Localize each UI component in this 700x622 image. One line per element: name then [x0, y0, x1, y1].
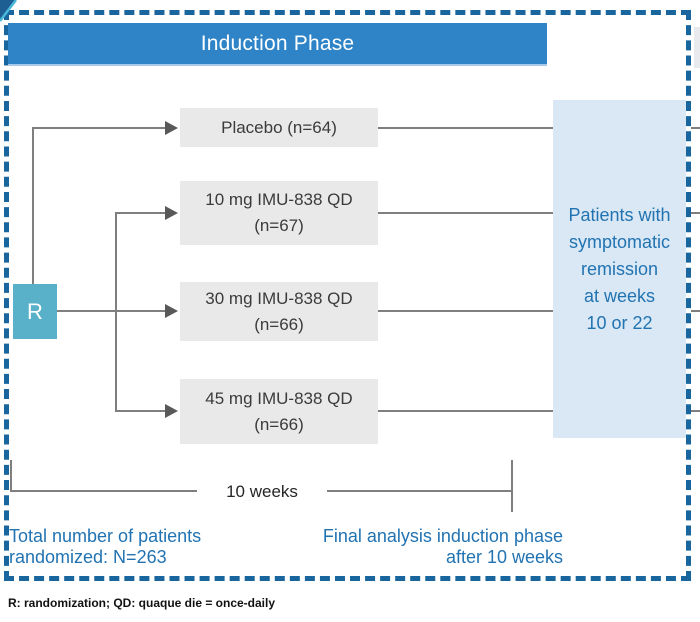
- connector-30mg-outcome: [378, 310, 553, 312]
- randomization-label: R: [27, 298, 43, 324]
- corner-fold-decoration: [0, 0, 17, 22]
- connector-stub-3: [691, 310, 700, 312]
- connector-10mg-outcome: [378, 212, 553, 214]
- connector-stub-2: [691, 212, 700, 214]
- connector-r-up: [32, 127, 34, 285]
- randomization-box: R: [13, 284, 57, 339]
- footnote-abbreviations: R: randomization; QD: quaque die = once-…: [8, 596, 276, 610]
- randomized-total-line1: Total number of patients: [9, 526, 202, 546]
- duration-label: 10 weeks: [197, 480, 327, 504]
- cropped-panel-sliver: [694, 27, 700, 68]
- arm-box-30mg: 30 mg IMU-838 QD (n=66): [180, 282, 378, 341]
- connector-r-right: [57, 310, 165, 312]
- final-analysis-text: Final analysis induction phase after 10 …: [298, 526, 563, 568]
- arrowhead-45mg-icon: [165, 404, 178, 418]
- connector-stub-1: [691, 127, 700, 129]
- final-analysis-line1: Final analysis induction phase: [322, 526, 563, 546]
- randomized-total-text: Total number of patients randomized: N=2…: [9, 526, 201, 568]
- arrowhead-10mg-icon: [165, 206, 178, 220]
- randomized-total-line2: randomized: N=263: [9, 547, 167, 567]
- duration-tick-right: [511, 460, 513, 512]
- arm-box-placebo: Placebo (n=64): [180, 108, 378, 147]
- outcome-line: symptomatic: [568, 231, 671, 252]
- arm-label-line2: (n=66): [254, 414, 304, 434]
- outcome-line: 10 or 22: [586, 312, 653, 333]
- outcome-line: remission: [580, 258, 659, 279]
- connector-to-placebo: [32, 127, 165, 129]
- arm-label-line2: (n=67): [254, 216, 304, 235]
- phase-title: Induction Phase: [200, 31, 355, 55]
- arm-label-line1: 10 mg IMU-838 QD: [205, 190, 353, 209]
- connector-placebo-outcome: [378, 127, 553, 129]
- arrowhead-placebo-icon: [165, 121, 178, 135]
- arm-box-45mg: 45 mg IMU-838 QD (n=66): [180, 379, 378, 444]
- arm-label-line2: (n=66): [254, 314, 304, 334]
- connector-branch-vertical: [115, 212, 117, 412]
- outcome-box: Patients with symptomatic remission at w…: [553, 100, 686, 438]
- final-analysis-line2: after 10 weeks: [445, 547, 563, 567]
- connector-to-10mg: [115, 212, 165, 214]
- arm-label-line1: 30 mg IMU-838 QD: [205, 288, 353, 308]
- connector-to-45mg: [115, 410, 165, 412]
- connector-stub-4: [691, 410, 700, 412]
- arm-box-10mg: 10 mg IMU-838 QD (n=67): [180, 181, 378, 245]
- arrowhead-30mg-icon: [165, 304, 178, 318]
- arm-label-line1: 45 mg IMU-838 QD: [205, 388, 353, 408]
- arm-label-line1: Placebo (n=64): [221, 117, 337, 137]
- duration-tick-left: [10, 460, 12, 492]
- outcome-line: at weeks: [583, 285, 656, 306]
- dashed-border-frame: [4, 10, 691, 581]
- outcome-line: Patients with: [568, 204, 671, 225]
- connector-45mg-outcome: [378, 410, 553, 412]
- phase-title-bar: Induction Phase: [8, 23, 547, 66]
